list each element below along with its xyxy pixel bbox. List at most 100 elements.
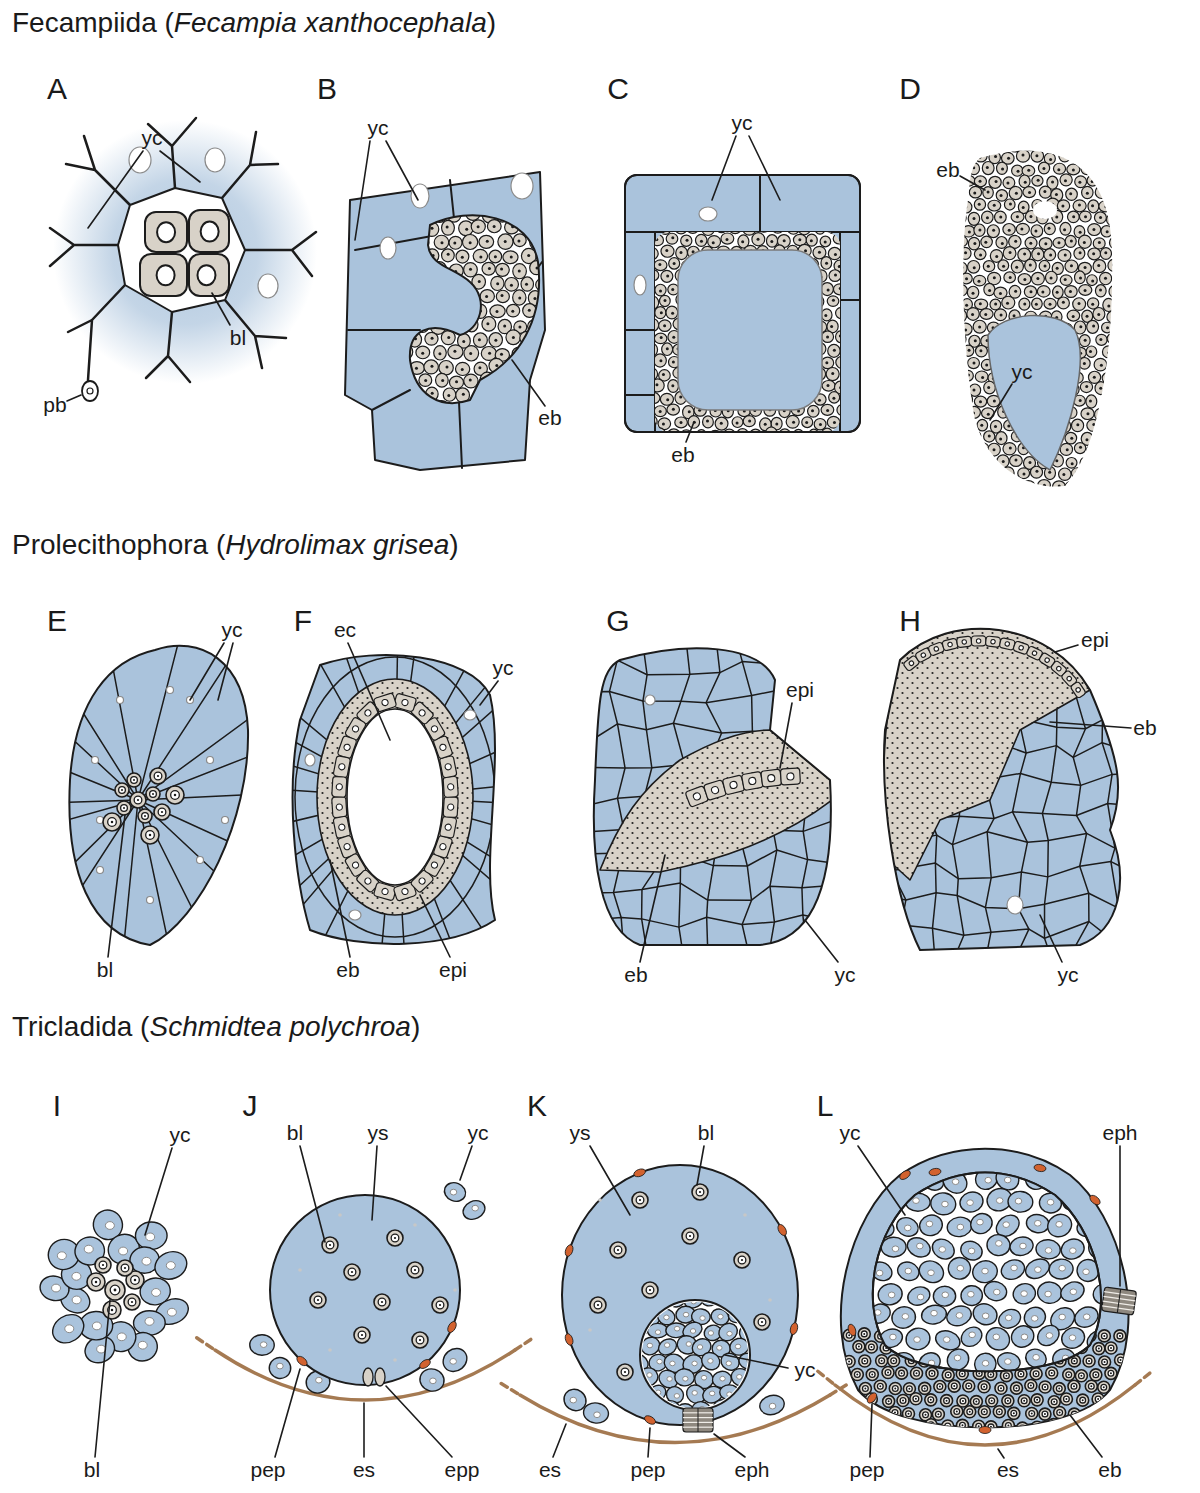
illustration-part xyxy=(1084,215,1087,218)
illustration-part xyxy=(1055,216,1058,219)
illustration-part xyxy=(478,280,481,283)
illustration-part xyxy=(818,399,821,402)
illustration-part xyxy=(1049,158,1052,161)
illustration-part xyxy=(197,857,204,864)
illustration-part xyxy=(720,422,723,425)
illustration-part xyxy=(447,253,450,256)
illustration-part xyxy=(974,199,985,210)
illustration-part xyxy=(1002,265,1005,268)
illustration-part xyxy=(197,1338,215,1350)
illustration-part xyxy=(542,368,545,371)
illustration-part xyxy=(654,406,666,417)
illustration-part xyxy=(117,801,131,815)
illustration-part xyxy=(1022,481,1035,492)
illustration-part xyxy=(398,283,401,286)
illustration-part xyxy=(960,266,963,269)
illustration-part xyxy=(965,398,968,401)
illustration-part xyxy=(432,1297,448,1313)
illustration-part xyxy=(981,474,984,477)
illustration-part xyxy=(1069,290,1072,293)
illustration-part xyxy=(1084,289,1087,292)
illustration-part xyxy=(171,791,180,800)
illustration-part xyxy=(518,353,521,356)
illustration-part xyxy=(150,768,166,784)
illustration-part xyxy=(1092,163,1104,175)
illustration-part xyxy=(982,139,994,151)
illustration-part xyxy=(834,253,837,256)
panel-d-figure xyxy=(953,137,1122,494)
illustration-part xyxy=(686,221,699,233)
illustration-part xyxy=(821,309,832,321)
illustration-part xyxy=(421,352,424,355)
illustration-part xyxy=(997,455,1009,468)
illustration-part xyxy=(1067,164,1080,175)
illustration-part xyxy=(332,797,347,818)
illustration-part xyxy=(398,225,401,228)
illustration-part xyxy=(652,397,655,400)
illustration-part xyxy=(594,1412,601,1418)
illustration-part xyxy=(1112,483,1115,486)
illustration-part xyxy=(103,813,121,831)
illustration-part xyxy=(1080,457,1092,468)
illustration-part xyxy=(364,877,373,886)
illustration-part xyxy=(1057,168,1060,171)
illustration-part xyxy=(681,235,692,246)
illustration-part xyxy=(84,1245,93,1253)
illustration-part xyxy=(976,470,988,481)
illustration-part xyxy=(161,811,163,813)
illustration-part xyxy=(703,416,714,428)
illustration-part xyxy=(1112,336,1115,339)
illustration-part xyxy=(1060,275,1072,286)
illustration-part xyxy=(1087,150,1100,162)
illustration-part xyxy=(533,324,536,327)
illustration-part xyxy=(803,227,806,230)
illustration-part xyxy=(991,639,996,644)
illustration-part xyxy=(1016,223,1029,234)
illustration-part xyxy=(995,211,1007,223)
illustration-part xyxy=(87,388,93,394)
illustration-part xyxy=(686,1232,694,1240)
illustration-part xyxy=(225,300,286,368)
illustration-part xyxy=(461,368,464,371)
illustration-part xyxy=(1105,156,1108,159)
illustration-part xyxy=(614,1246,622,1254)
illustration-part xyxy=(1101,191,1104,194)
illustration-part xyxy=(464,374,478,388)
illustration-part xyxy=(92,1278,101,1287)
illustration-part xyxy=(968,231,971,234)
illustration-part xyxy=(1076,423,1079,426)
illustration-part xyxy=(672,408,675,411)
illustration-part xyxy=(1033,201,1057,219)
illustration-part xyxy=(648,1289,669,1307)
illustration-part xyxy=(988,200,1001,211)
illustration-part xyxy=(343,743,351,751)
illustration-part xyxy=(145,212,187,252)
illustration-part xyxy=(332,776,347,797)
illustration-part xyxy=(723,429,735,440)
illustration-part xyxy=(401,289,413,304)
illustration-part xyxy=(819,225,822,228)
illustration-part xyxy=(338,1213,342,1217)
illustration-part xyxy=(648,319,659,331)
illustration-part xyxy=(699,1191,701,1193)
illustration-part xyxy=(728,434,731,437)
illustration-part xyxy=(1079,399,1082,402)
illustration-part xyxy=(138,809,152,823)
illustration-part xyxy=(437,294,440,297)
illustration-part xyxy=(1060,443,1072,455)
illustration-part xyxy=(971,482,974,485)
illustration-part xyxy=(430,365,433,368)
illustration-part xyxy=(18,800,138,985)
illustration-part xyxy=(666,306,678,319)
illustration-part xyxy=(1029,461,1032,464)
illustration-part xyxy=(1104,179,1107,182)
illustration-part xyxy=(689,1235,691,1237)
illustration-part xyxy=(1074,152,1085,165)
illustration-part xyxy=(394,362,409,376)
illustration-part xyxy=(839,287,842,290)
illustration-part xyxy=(766,235,777,247)
illustration-part xyxy=(1102,346,1114,358)
illustration-part xyxy=(678,250,822,410)
illustration-part xyxy=(960,288,963,291)
